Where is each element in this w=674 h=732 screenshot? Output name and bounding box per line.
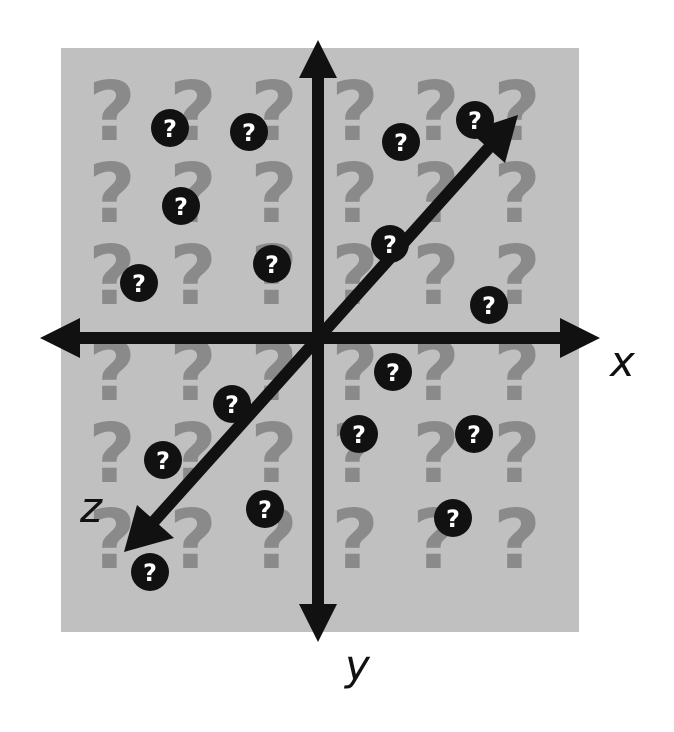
background-question-mark: ? [493, 147, 541, 242]
question-badge: ? [253, 245, 291, 283]
background-question-mark: ? [412, 407, 460, 502]
question-badge: ? [213, 385, 251, 423]
question-badge-circle [151, 109, 189, 147]
question-badge-mark: ? [174, 193, 188, 221]
question-badge: ? [374, 353, 412, 391]
question-badge-mark: ? [156, 447, 170, 475]
question-badge-circle [131, 553, 169, 591]
question-badge-mark: ? [352, 421, 366, 449]
y-axis-label: y [343, 641, 371, 690]
question-badge-circle [144, 441, 182, 479]
question-badge-circle [382, 123, 420, 161]
question-badge-circle [470, 286, 508, 324]
question-badge-circle [371, 225, 409, 263]
question-badge: ? [382, 123, 420, 161]
question-badge-mark: ? [143, 559, 157, 587]
z-axis-label: z [79, 483, 103, 532]
background-question-mark: ? [412, 65, 460, 160]
background-question-mark: ? [88, 407, 136, 502]
question-badge: ? [470, 286, 508, 324]
question-badge-mark: ? [482, 292, 496, 320]
question-badge-mark: ? [225, 391, 239, 419]
question-badge: ? [151, 109, 189, 147]
background-question-mark: ? [250, 147, 298, 242]
background-question-mark: ? [493, 407, 541, 502]
question-badge-circle [246, 490, 284, 528]
question-badge-mark: ? [468, 107, 482, 135]
question-badge-mark: ? [132, 270, 146, 298]
z-axis-line [143, 137, 499, 533]
y-axis-top-arrowhead [299, 40, 337, 78]
question-badge-mark: ? [163, 115, 177, 143]
question-badge-mark: ? [265, 251, 279, 279]
x-axis-left-arrowhead [40, 318, 80, 358]
question-badge-mark: ? [394, 129, 408, 157]
question-badge: ? [340, 415, 378, 453]
background-question-mark: ? [331, 147, 379, 242]
question-badge-circle [213, 385, 251, 423]
question-badge: ? [455, 415, 493, 453]
question-badge-mark: ? [242, 119, 256, 147]
background-question-mark: ? [88, 65, 136, 160]
background-question-mark: ? [169, 229, 217, 324]
background-question-mark: ? [331, 65, 379, 160]
question-badge-mark: ? [467, 421, 481, 449]
question-badge-circle [455, 415, 493, 453]
background-question-mark: ? [331, 493, 379, 588]
question-badge: ? [120, 264, 158, 302]
question-badge-mark: ? [383, 231, 397, 259]
question-badge-mark: ? [386, 359, 400, 387]
question-badge-circle [253, 245, 291, 283]
question-badge: ? [162, 187, 200, 225]
background-question-mark: ? [169, 493, 217, 588]
question-badges: ????????????????? [120, 101, 508, 591]
question-badge-circle [340, 415, 378, 453]
question-badge-circle [374, 353, 412, 391]
question-badge-circle [456, 101, 494, 139]
x-axis-label: x [608, 337, 636, 386]
question-badge: ? [371, 225, 409, 263]
question-badge-circle [120, 264, 158, 302]
question-badge: ? [131, 553, 169, 591]
question-badge: ? [434, 499, 472, 537]
question-badge-circle [434, 499, 472, 537]
question-badge-circle [230, 113, 268, 151]
question-badge-mark: ? [258, 496, 272, 524]
background-question-mark: ? [250, 407, 298, 502]
question-badge: ? [246, 490, 284, 528]
question-badge-circle [162, 187, 200, 225]
y-axis-bottom-arrowhead [299, 604, 337, 642]
question-badge-mark: ? [446, 505, 460, 533]
background-question-mark: ? [88, 147, 136, 242]
background-question-mark: ? [493, 493, 541, 588]
question-badge: ? [144, 441, 182, 479]
x-axis-right-arrowhead [560, 318, 600, 358]
question-badge: ? [456, 101, 494, 139]
question-badge: ? [230, 113, 268, 151]
background-question-mark: ? [412, 229, 460, 324]
z-axis-bottom-arrowhead [124, 505, 174, 552]
